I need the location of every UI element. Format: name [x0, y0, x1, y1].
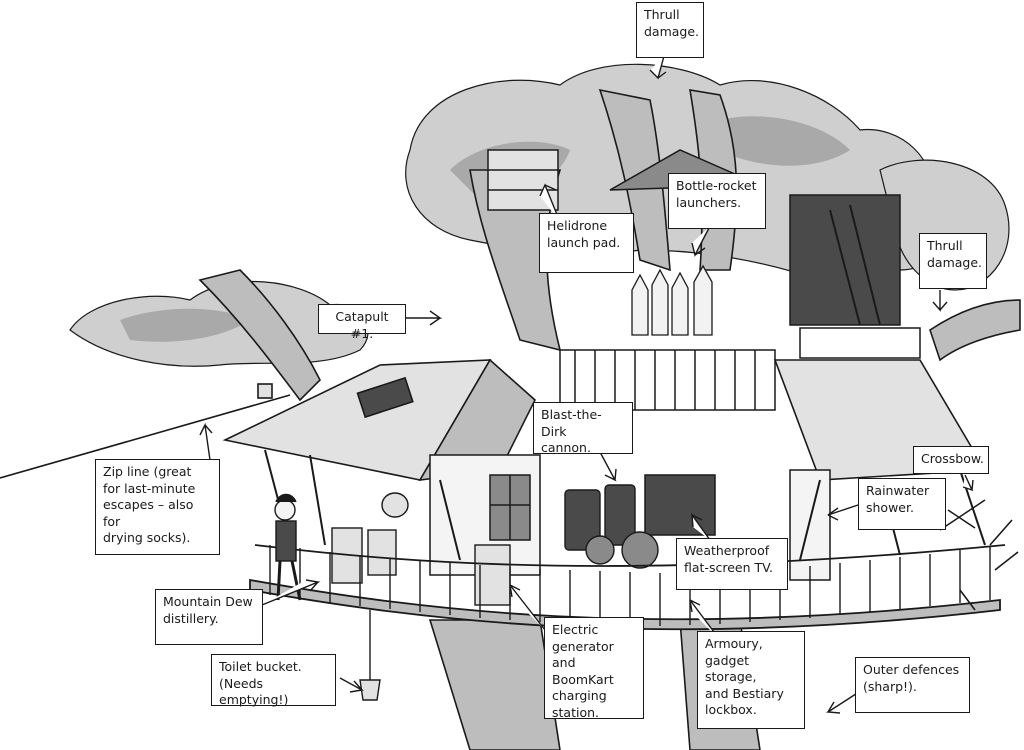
toilet-bucket — [359, 610, 381, 701]
zip-line — [0, 383, 291, 479]
callout-helidrone: Helidrone launch pad. — [539, 213, 634, 273]
cannon — [564, 484, 659, 569]
left-roof — [222, 358, 536, 481]
callout-catapult: Catapult #1. — [318, 304, 406, 341]
callout-rainwater: Rainwater shower. — [858, 478, 946, 530]
balcony-railing — [559, 327, 921, 411]
callout-weatherproof-tv: Weatherproof flat-screen TV. — [676, 538, 788, 590]
bottle-rockets — [631, 264, 713, 336]
callout-thrull-damage-right: Thrull damage. — [919, 233, 987, 289]
outer-spikes — [959, 519, 1019, 611]
callout-mountain-dew: Mountain Dew distillery. — [155, 589, 263, 645]
boy-character — [274, 493, 302, 601]
callout-arrows — [199, 55, 974, 714]
callout-bottle-rocket: Bottle-rocket launchers. — [668, 173, 766, 229]
callout-armoury: Armoury, gadget storage, and Bestiary lo… — [697, 631, 805, 729]
callout-crossbow: Crossbow. — [913, 446, 989, 474]
callout-toilet-bucket: Toilet bucket. (Needs emptying!) — [211, 654, 336, 707]
crossbow — [939, 499, 986, 531]
support-stilts — [264, 449, 986, 561]
upper-lookout — [487, 149, 901, 326]
callout-zip-line: Zip line (great for last-minute escapes … — [95, 459, 220, 555]
callout-blast-cannon: Blast-the-Dirk cannon. — [533, 402, 633, 455]
callout-outer-defences: Outer defences (sharp!). — [855, 657, 970, 713]
callout-thrull-damage-top: Thrull damage. — [636, 2, 704, 58]
callout-electric-generator: Electric generator and BoomKart charging… — [544, 617, 644, 720]
main-deck — [249, 544, 1006, 631]
cabin — [429, 454, 831, 581]
